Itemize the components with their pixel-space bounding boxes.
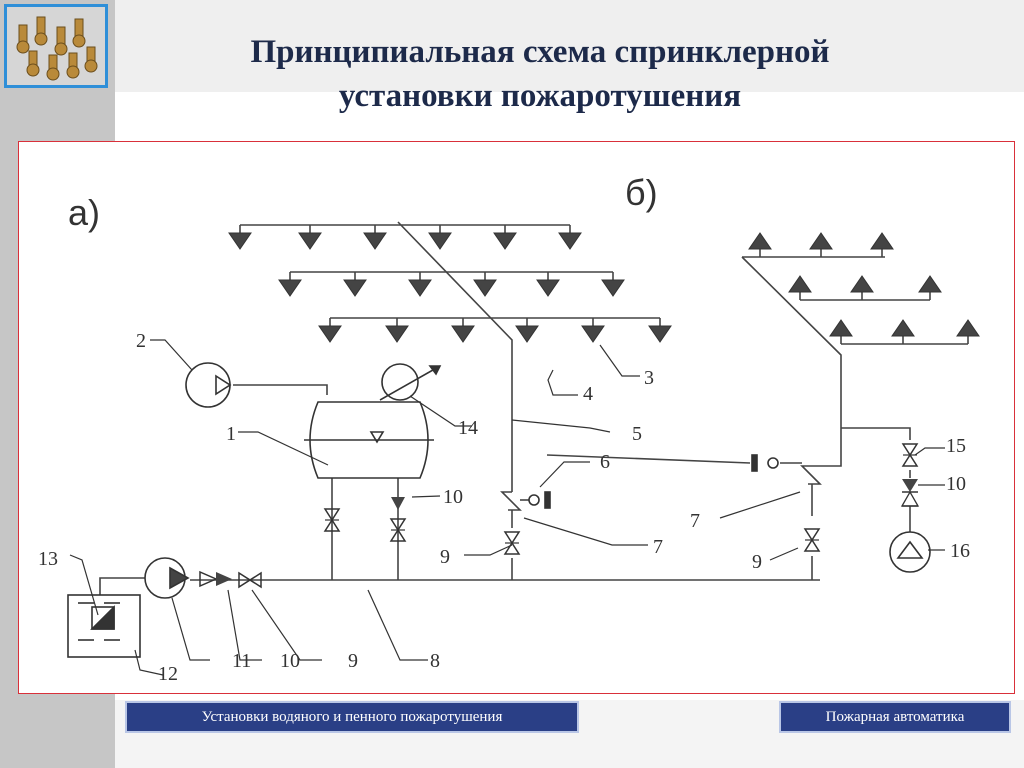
label-6: 6 <box>600 451 610 473</box>
label-2: 2 <box>136 330 146 352</box>
label-7-b: 7 <box>690 510 700 532</box>
label-9-a: 9 <box>440 546 450 568</box>
label-13: 13 <box>38 548 58 570</box>
label-8: 8 <box>430 650 440 672</box>
label-10-main: 10 <box>280 650 300 672</box>
page-title: Принципиальная схема спринклерной устано… <box>140 30 940 118</box>
sprinkler-heads-photo-icon <box>4 4 108 88</box>
page-title-line2: установки пожаротушения <box>338 78 742 114</box>
header-band <box>115 0 1024 92</box>
label-10-b: 10 <box>946 473 966 495</box>
label-11: 11 <box>232 650 251 672</box>
label-4: 4 <box>583 383 593 405</box>
label-1: 1 <box>226 423 236 445</box>
part-b-label: б) <box>625 172 658 213</box>
part-a-label: а) <box>68 192 100 233</box>
label-9-main: 9 <box>348 650 358 672</box>
label-5: 5 <box>632 423 642 445</box>
label-14: 14 <box>458 417 478 439</box>
label-7-a: 7 <box>653 536 663 558</box>
label-3: 3 <box>644 367 654 389</box>
fire-automation-button[interactable]: Пожарная автоматика <box>781 703 1009 731</box>
diagram-frame <box>18 141 1015 694</box>
label-16: 16 <box>950 540 970 562</box>
label-15: 15 <box>946 435 966 457</box>
water-foam-systems-button[interactable]: Установки водяного и пенного пожаротушен… <box>127 703 577 731</box>
label-10-tank: 10 <box>443 486 463 508</box>
label-9-b: 9 <box>752 551 762 573</box>
page-title-line1: Принципиальная схема спринклерной <box>250 34 830 70</box>
label-12: 12 <box>158 663 178 685</box>
